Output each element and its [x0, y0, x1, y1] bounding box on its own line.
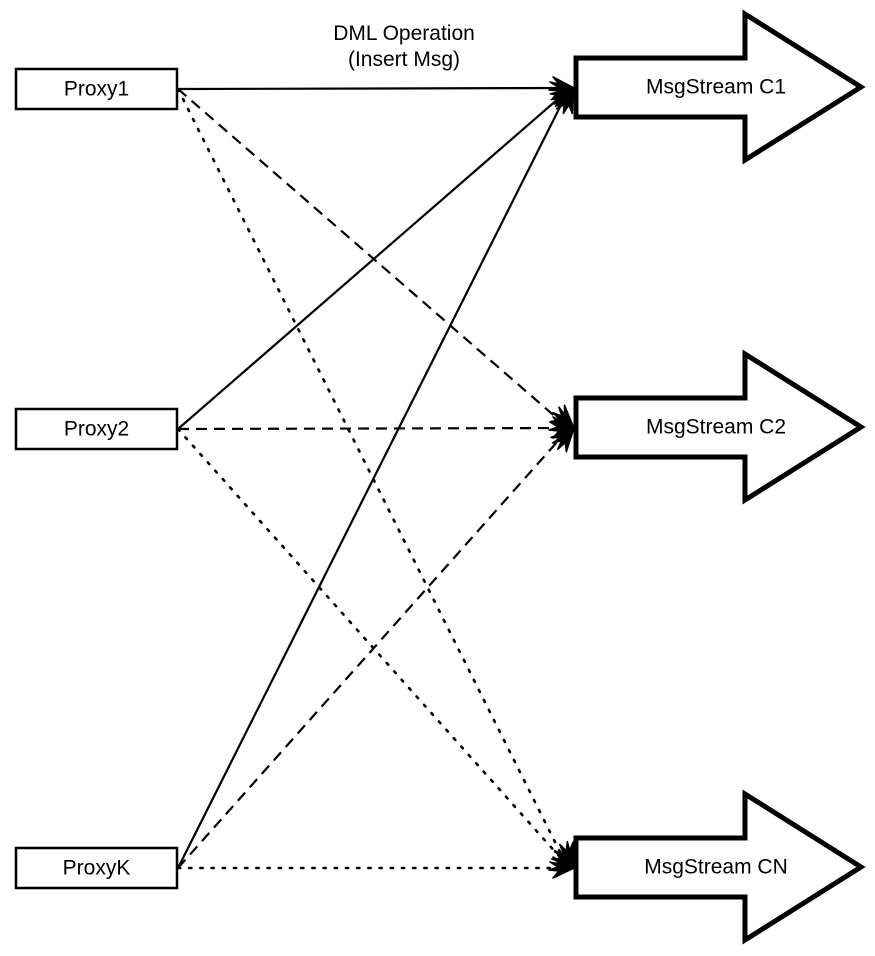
stream-msgstream-cn[interactable]: MsgStream CN: [573, 789, 866, 945]
stream-label: MsgStream C2: [646, 416, 786, 439]
arrowhead-head-c1-a: [548, 76, 575, 99]
link-proxy2-to-cn[interactable]: [176, 427, 568, 866]
stream-msgstream-c2[interactable]: MsgStream C2: [573, 349, 866, 505]
proxy-box-shape: [14, 407, 179, 451]
arrowhead-head-c2-c: [550, 428, 575, 453]
arrowhead-glyph: [550, 428, 575, 453]
stream-arrow-shape: [573, 789, 866, 945]
link-proxy2-to-c1[interactable]: [177, 91, 567, 430]
link-proxy2-to-c2[interactable]: [177, 426, 569, 431]
proxy-proxyk[interactable]: ProxyK: [14, 846, 179, 890]
proxy-box-shape: [14, 846, 179, 890]
caption-line-1: DML Operation: [333, 22, 475, 45]
stream-label: MsgStream CN: [644, 856, 788, 879]
proxy-proxy1[interactable]: Proxy1: [14, 67, 179, 111]
proxy-box-shape: [14, 67, 179, 111]
message-streams-layer: MsgStream C1 MsgStream C2 MsgStream CN: [573, 9, 866, 945]
link-proxyk-to-c2[interactable]: [177, 431, 567, 869]
stream-arrow-shape: [573, 9, 866, 165]
links-layer: [176, 86, 570, 870]
captions-layer: DML Operation (Insert Msg): [333, 22, 475, 71]
proxy-label: Proxy1: [64, 78, 129, 101]
arrowheads-layer: [548, 76, 575, 879]
stream-label: MsgStream C1: [646, 76, 786, 99]
arrowhead-head-c1-c: [552, 89, 574, 115]
proxy-label: ProxyK: [63, 857, 131, 880]
proxy-label: Proxy2: [64, 418, 129, 441]
link-proxy1-to-c1[interactable]: [177, 86, 569, 91]
arrowhead-glyph: [548, 76, 575, 99]
caption-dml-operation: DML Operation (Insert Msg): [333, 22, 475, 71]
link-proxy1-to-c2[interactable]: [177, 88, 567, 427]
arrowhead-head-cn-c: [548, 856, 575, 879]
caption-line-2: (Insert Msg): [348, 48, 460, 71]
proxy-proxy2[interactable]: Proxy2: [14, 407, 179, 451]
stream-msgstream-c1[interactable]: MsgStream C1: [573, 9, 866, 165]
stream-arrow-shape: [573, 349, 866, 505]
arrowhead-glyph: [552, 89, 574, 115]
link-proxy1-to-cn[interactable]: [176, 87, 568, 866]
link-proxyk-to-c1[interactable]: [177, 94, 567, 869]
arrowhead-glyph: [548, 856, 575, 879]
